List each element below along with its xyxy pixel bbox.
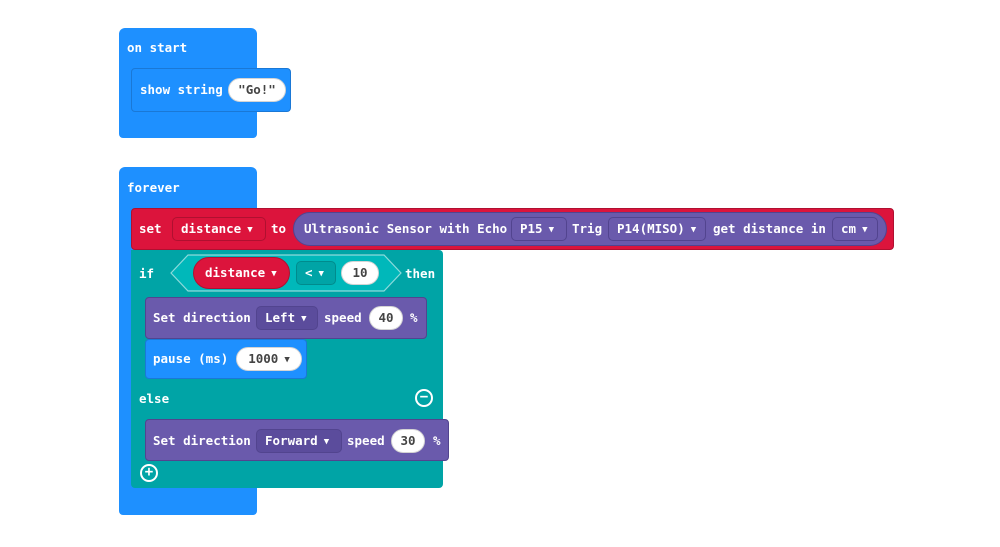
comparison-operand-input[interactable]: 10 [341,261,379,285]
minus-circle-icon[interactable]: − [415,389,433,407]
ultrasonic-label: Ultrasonic Sensor with Echo [304,221,508,236]
show-string-block[interactable]: show string "Go!" [131,68,291,112]
percent-label-else: % [433,433,441,448]
chevron-down-icon: ▼ [862,225,868,235]
echo-pin-dropdown[interactable]: P15 ▼ [511,217,567,241]
pause-label: pause (ms) [153,351,229,366]
chevron-down-icon: ▼ [301,314,307,324]
show-string-input[interactable]: "Go!" [228,78,286,102]
chevron-down-icon: ▼ [271,269,277,279]
direction-dropdown-forward[interactable]: Forward ▼ [256,429,342,453]
set-label: set [139,221,162,236]
set-direction-label: Set direction [153,310,251,325]
forever-label: forever [127,180,180,195]
chevron-down-icon: ▼ [690,225,697,235]
set-variable-dropdown[interactable]: distance ▼ [172,217,266,241]
else-label: else [139,391,170,406]
plus-circle-icon[interactable]: + [140,464,158,482]
speed-input-40[interactable]: 40 [369,306,403,330]
operator-value: < [305,265,313,280]
chevron-down-icon: ▼ [548,225,554,235]
pause-duration-value: 1000 [248,351,279,366]
trig-label: Trig [572,221,603,236]
distance-variable-reporter[interactable]: distance ▼ [193,257,290,289]
pause-duration-dropdown[interactable]: 1000 ▼ [236,347,302,371]
trig-pin-value: P14(MISO) [617,221,685,236]
on-start-label: on start [127,40,188,55]
show-string-label: show string [140,82,223,97]
set-direction-forward-block[interactable]: Set direction Forward ▼ speed 30 % [145,419,449,461]
unit-value: cm [841,221,857,236]
chevron-down-icon: ▼ [323,437,330,447]
set-variable-value: distance [181,221,242,236]
speed-label: speed [324,310,362,325]
speed-input-30[interactable]: 30 [391,429,425,453]
then-label: then [405,266,436,281]
set-direction-left-block[interactable]: Set direction Left ▼ speed 40 % [145,297,427,339]
if-label: if [139,266,155,281]
set-direction-label-else: Set direction [153,433,251,448]
direction-left-value: Left [265,310,296,325]
pause-block[interactable]: pause (ms) 1000 ▼ [145,339,307,379]
operator-dropdown[interactable]: <▼ [296,261,336,285]
chevron-down-icon: ▼ [284,355,290,365]
chevron-down-icon: ▼ [247,225,253,235]
to-label: to [271,221,287,236]
percent-label: % [410,310,418,325]
chevron-down-icon: ▼ [318,269,324,279]
direction-dropdown-left[interactable]: Left ▼ [256,306,318,330]
unit-dropdown[interactable]: cm ▼ [832,217,878,241]
echo-pin-value: P15 [520,221,543,236]
speed-label-else: speed [347,433,385,448]
trig-pin-dropdown[interactable]: P14(MISO) ▼ [608,217,706,241]
direction-forward-value: Forward [265,433,318,448]
ultrasonic-sensor-reporter[interactable]: Ultrasonic Sensor with Echo P15 ▼ Trig P1… [293,212,887,246]
distance-variable-value: distance [205,265,266,280]
get-distance-label: get distance in [713,221,826,236]
